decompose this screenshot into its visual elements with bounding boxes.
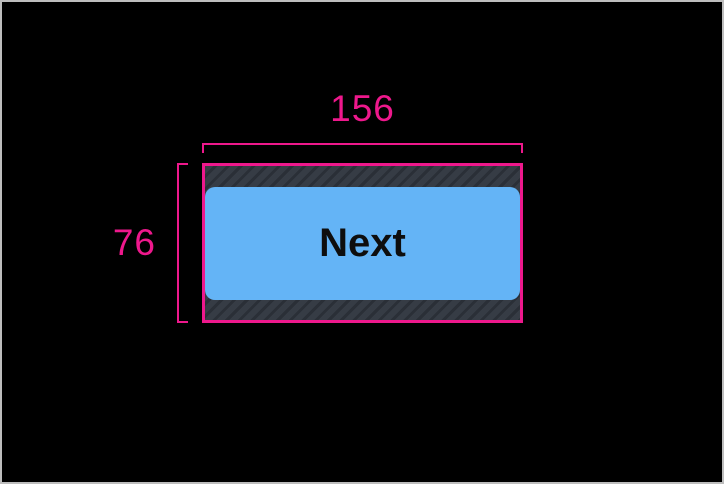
width-dimension-bracket — [202, 143, 523, 153]
width-dimension-label: 156 — [330, 88, 395, 129]
next-button[interactable]: Next — [205, 186, 520, 300]
height-dimension-label: 76 — [112, 222, 156, 263]
touch-target-outline: Next — [202, 163, 523, 323]
height-dimension-bracket — [177, 163, 188, 323]
